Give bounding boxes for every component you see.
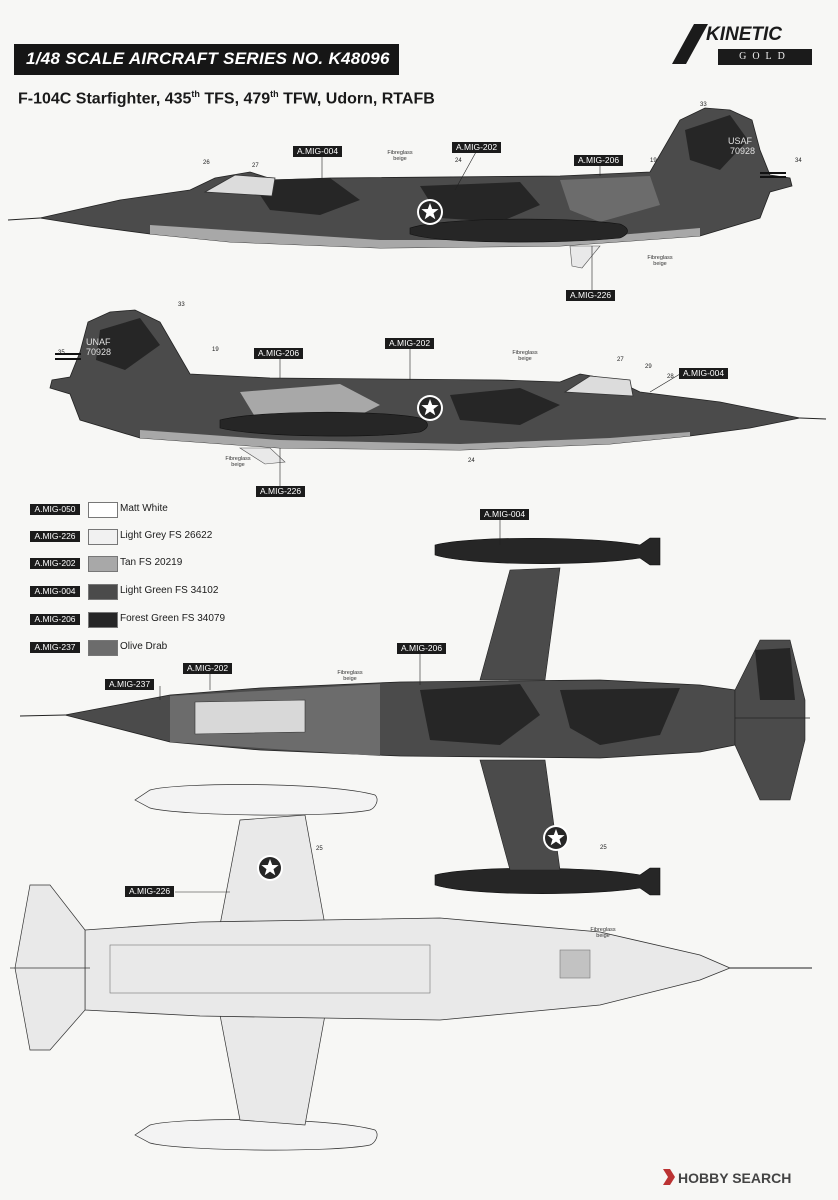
tag-bottom-226: A.MIG-226 [125,886,175,897]
tail-text-right-unaf: UNAF [86,337,111,347]
fibreglass-right-2: Fibreglass beige [225,456,251,468]
kinetic-chevron-icon [672,24,708,64]
legend-swatch [88,612,118,628]
callout-bottom-25: 25 [316,846,323,852]
legend-code: A.MIG-206 [30,614,80,625]
callout-left-24: 24 [455,158,462,164]
fibreglass-bottom: Fibreglass beige [590,927,616,939]
legend-label: Olive Drab [120,641,168,652]
hobby-search-watermark: HOBBY SEARCH [678,1170,792,1186]
legend-label: Forest Green FS 34079 [120,613,226,624]
tag-left-202: A.MIG-202 [452,142,502,153]
legend-row-004: A.MIG-004 Light Green FS 34102 [30,584,290,600]
legend-row-226: A.MIG-226 Light Grey FS 26622 [30,529,290,545]
callout-left-33: 33 [700,102,707,108]
series-header-bar [14,44,399,75]
tag-right-226: A.MIG-226 [256,486,306,497]
legend-row-202: A.MIG-202 Tan FS 20219 [30,556,290,572]
legend-label: Tan FS 20219 [120,557,183,568]
fibreglass-left-1: Fibreglass beige [387,150,413,162]
legend-label: Light Green FS 34102 [120,585,219,596]
tail-text-left-serial: 70928 [730,146,756,156]
legend-code: A.MIG-202 [30,558,80,569]
tag-top-202: A.MIG-202 [183,663,233,674]
callout-left-26: 26 [203,160,210,166]
tail-text-left-usaf: USAF [728,136,753,146]
tag-left-226: A.MIG-226 [566,290,616,301]
callout-right-27: 27 [617,357,624,363]
callout-right-35: 35 [58,350,65,356]
callout-left-34: 34 [795,158,802,164]
legend-label: Light Grey FS 26622 [120,530,213,541]
top-view [19,537,810,896]
callout-right-29: 29 [645,364,652,370]
callout-right-19: 19 [212,347,219,353]
legend-code: A.MIG-004 [30,586,80,597]
leader-lines [159,151,681,893]
tag-left-206: A.MIG-206 [574,155,624,166]
tag-left-004: A.MIG-004 [293,146,343,157]
kinetic-gold-logo: KINETIC GOLD [666,18,816,72]
tag-right-004: A.MIG-004 [679,368,729,379]
tag-right-206: A.MIG-206 [254,348,304,359]
logo-word: KINETIC [706,24,782,45]
callout-right-33: 33 [178,302,185,308]
series-title: 1/48 SCALE AIRCRAFT SERIES NO. K48096 [26,49,390,68]
legend-swatch [88,640,118,656]
tag-top-237: A.MIG-237 [105,679,155,690]
fibreglass-top: Fibreglass beige [337,670,363,682]
logo-subword: GOLD [718,49,812,65]
callout-top-25: 25 [600,845,607,851]
legend-swatch [88,502,118,518]
fibreglass-left-2: Fibreglass beige [647,255,673,267]
aircraft-title: F-104C Starfighter, 435th TFS, 479th TFW… [18,89,435,108]
fibreglass-right-1: Fibreglass beige [512,350,538,362]
legend-row-206: A.MIG-206 Forest Green FS 34079 [30,612,290,628]
callout-left-27: 27 [252,163,259,169]
callout-left-19: 19 [650,158,657,164]
left-profile-view [7,107,793,269]
tag-top-004: A.MIG-004 [480,509,530,520]
legend-swatch [88,584,118,600]
callout-right-28: 28 [667,374,674,380]
callout-right-24: 24 [468,458,475,464]
bottom-view [10,784,812,1151]
tail-text-right-serial: 70928 [86,347,112,357]
legend-row-050: A.MIG-050 Matt White [30,502,290,518]
tag-right-202: A.MIG-202 [385,338,435,349]
legend-swatch [88,529,118,545]
legend-code: A.MIG-226 [30,531,80,542]
right-profile-view [49,309,827,465]
legend-swatch [88,556,118,572]
tag-top-206: A.MIG-206 [397,643,447,654]
legend-row-237: A.MIG-237 Olive Drab [30,640,290,656]
legend-code: A.MIG-237 [30,642,80,653]
hobby-search-logo-icon [663,1169,675,1185]
legend-code: A.MIG-050 [30,504,80,515]
legend-label: Matt White [120,503,168,514]
